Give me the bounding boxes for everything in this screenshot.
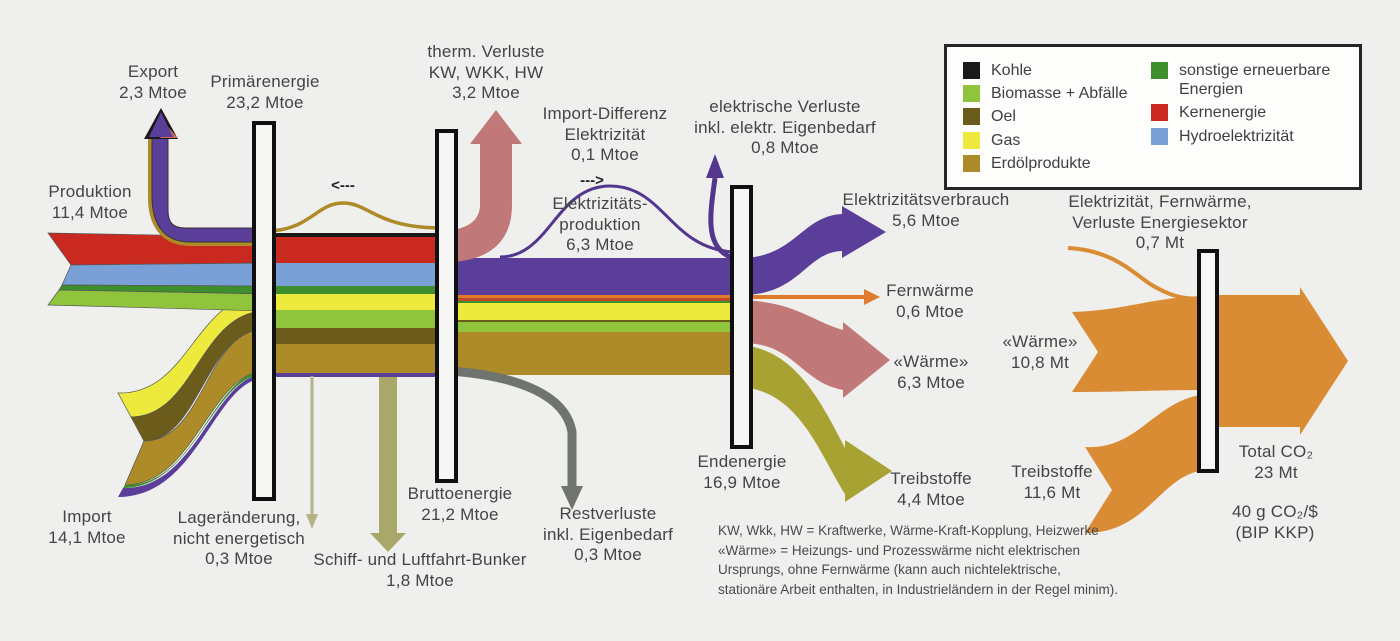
bruttoenergie-bands (447, 258, 742, 375)
band-hydro (264, 263, 447, 286)
legend-label: sonstige erneuerbare Energien (1179, 62, 1331, 99)
label-arrow-right: ---> (580, 172, 604, 189)
label-elektrizitaetsverbrauch: Elektrizitätsverbrauch 5,6 Mtoe (842, 190, 1010, 230)
oel-swatch-icon (963, 108, 980, 126)
export-flow (144, 108, 255, 246)
co2-elektrizitaet-line (1067, 246, 1199, 301)
legend-item-erneuerbare: sonstige erneuerbare Energien (1151, 61, 1347, 99)
label-intensitaet: 40 g CO₂/$ (BIP KKP) (1231, 502, 1319, 542)
label-produktion: Produktion 11,4 Mtoe (48, 182, 132, 222)
band-elektrizitaet (447, 258, 742, 295)
label-elektrische-verluste: elektrische Verluste inkl. elektr. Eigen… (694, 97, 876, 158)
label-therm-verluste: therm. Verluste KW, WKK, HW 3,2 Mtoe (427, 42, 545, 103)
co2-waerme-flow (1072, 296, 1208, 392)
label-endenergie: Endenergie 16,9 Mtoe (697, 452, 787, 492)
export-gold-edge (148, 137, 254, 246)
legend-label: Biomasse + Abfälle (991, 85, 1128, 103)
label-waerme-co2: «Wärme» 10,8 Mt (1002, 332, 1078, 372)
co2-sankey (1067, 246, 1348, 533)
endenergie-outputs (742, 206, 892, 502)
legend-item-gas: Gas (963, 131, 1151, 150)
erdoelprodukte-swatch-icon (963, 154, 980, 172)
footnote: KW, Wkk, HW = Kraftwerke, Wärme-Kraft-Ko… (718, 523, 1118, 598)
biomasse-swatch-icon (963, 85, 980, 103)
legend-label: Kohle (991, 62, 1032, 79)
elektrizitaetsproduktion-bump-line (499, 184, 734, 259)
lageraenderung-arrow (306, 376, 318, 529)
kohle-swatch-icon (963, 62, 980, 79)
band-import-elektrizitaet (264, 373, 447, 377)
band-biomasse (264, 310, 447, 328)
label-schiff-bunker: Schiff- und Luftfahrt-Bunker 1,8 Mtoe (313, 550, 527, 590)
label-bruttoenergie: Bruttoenergie 21,2 Mtoe (407, 484, 513, 524)
legend-item-kernenergie: Kernenergie (1151, 103, 1347, 122)
import-flow (117, 293, 267, 497)
label-primaerenergie: Primärenergie 23,2 Mtoe (210, 72, 320, 112)
node-bars (252, 121, 1219, 501)
kernenergie-swatch-icon (1151, 104, 1168, 122)
node-endenergie (730, 185, 753, 449)
label-import: Import 14,1 Mtoe (48, 507, 126, 547)
label-treibstoffe-co2: Treibstoffe 11,6 Mt (1011, 462, 1093, 502)
co2-treibstoffe-flow (1085, 394, 1208, 533)
legend-right-column: sonstige erneuerbare Energien Kernenergi… (1151, 59, 1347, 175)
erneuerbare-swatch-icon (1151, 62, 1168, 79)
label-elektrizitaetsproduktion: Elektrizitäts- produktion 6,3 Mtoe (552, 194, 648, 255)
legend-left-column: Kohle Biomasse + Abfälle Oel Gas Erdölpr… (963, 59, 1151, 175)
label-treibstoffe: Treibstoffe 4,4 Mtoe (890, 469, 972, 509)
fernwaerme-line (742, 295, 864, 299)
label-export: Export 2,3 Mtoe (119, 62, 187, 102)
legend-label: Oel (991, 108, 1016, 126)
label-waerme: «Wärme» 6,3 Mtoe (893, 352, 969, 392)
restverluste-arrow (449, 366, 583, 510)
label-total-co2: Total CO₂ 23 Mt (1238, 442, 1314, 482)
legend-label: Hydroelektrizität (1179, 127, 1294, 145)
band-oel (264, 328, 447, 344)
node-primaerenergie (252, 121, 276, 501)
primaerenergie-bands (264, 233, 447, 377)
label-import-differenz: Import-Differenz Elektrizität 0,1 Mtoe (542, 104, 668, 165)
legend-item-kohle: Kohle (963, 61, 1151, 80)
legend-label: Gas (991, 131, 1021, 149)
node-bruttoenergie (435, 129, 458, 483)
label-restverluste: Restverluste inkl. Eigenbedarf 0,3 Mtoe (542, 504, 674, 565)
label-elektrizitaet-fernwaerme: Elektrizität, Fernwärme, Verluste Energi… (1068, 192, 1252, 253)
node-co2 (1197, 249, 1219, 473)
hydro-swatch-icon (1151, 127, 1168, 145)
export-arrowhead (149, 112, 173, 137)
total-co2-arrow (1218, 287, 1348, 435)
label-arrow-left: <--- (331, 177, 355, 194)
erdoelprodukte-backflow-line (265, 201, 447, 233)
elektrizitaetsverbrauch-arrow (742, 206, 886, 295)
legend-label: Erdölprodukte (991, 154, 1091, 172)
fernwaerme-arrowhead (864, 289, 880, 305)
band-fernwaerme (447, 295, 742, 298)
elektrische-verluste-arrow (706, 154, 734, 261)
legend-item-biomasse: Biomasse + Abfälle (963, 84, 1151, 103)
legend-item-oel: Oel (963, 107, 1151, 126)
treibstoffe-arrow (742, 345, 892, 502)
gas-swatch-icon (963, 131, 980, 149)
label-lageraenderung: Lageränderung, nicht energetisch 0,3 Mto… (173, 508, 305, 569)
band-erneuerbare (264, 286, 447, 294)
band-kohle (264, 233, 447, 237)
band-kernenergie (264, 237, 447, 263)
waerme-arrow (742, 300, 890, 398)
legend-item-hydro: Hydroelektrizität (1151, 127, 1347, 146)
legend: Kohle Biomasse + Abfälle Oel Gas Erdölpr… (944, 44, 1362, 190)
legend-item-erdoelprodukte: Erdölprodukte (963, 154, 1151, 173)
legend-label: Kernenergie (1179, 104, 1267, 122)
band-gas (264, 294, 447, 310)
bunker-arrow (370, 377, 406, 552)
band-erdoelprodukte (264, 344, 447, 373)
therm-verluste-arrow (446, 110, 522, 262)
label-fernwaerme: Fernwärme 0,6 Mtoe (886, 281, 974, 321)
